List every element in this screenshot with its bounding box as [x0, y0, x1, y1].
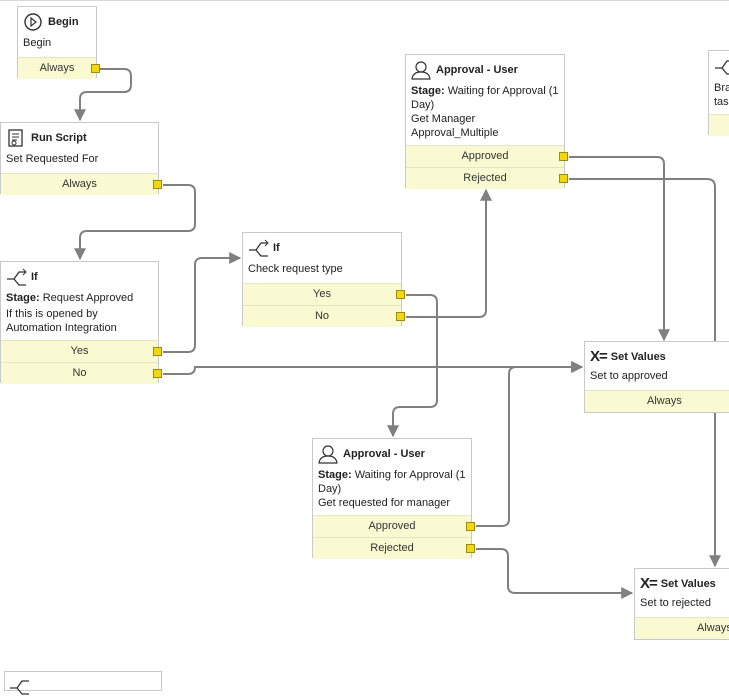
activity-title: Approval - User	[436, 64, 518, 76]
activity-description: If this is opened by Automation Integrat…	[6, 308, 117, 334]
condition-label: Approved	[368, 520, 416, 532]
condition-no: No	[1, 362, 162, 384]
activity-stage: Stage: Request Approved	[6, 292, 134, 304]
activity-if-check-type[interactable]: If Check request type Yes No	[242, 232, 405, 327]
activity-run-script[interactable]: Run Script Set Requested For Always	[0, 122, 162, 195]
set-values-icon: X=	[590, 348, 608, 365]
connection-port[interactable]	[559, 152, 568, 161]
connector-runscript-to-if	[74, 184, 196, 261]
branch-icon	[714, 56, 729, 76]
activity-description: Set to approved	[590, 370, 668, 382]
connection-port[interactable]	[153, 347, 162, 356]
activity-title: Approval - User	[343, 448, 425, 460]
activity-title: Run Script	[31, 132, 87, 144]
activity-title: Set Values	[610, 350, 666, 363]
activity-partial-right[interactable]: Bra tas	[708, 50, 729, 136]
connector-bottom-approved-to-setapproved	[476, 361, 584, 527]
condition-always: Always	[635, 617, 729, 639]
condition-label: Always	[647, 395, 682, 407]
condition-yes: Yes	[1, 340, 162, 362]
activity-title: Set Values	[660, 577, 716, 590]
condition-approved: Approved	[406, 145, 568, 167]
activity-stage: Stage: Waiting for Approval (1 Day)	[411, 85, 559, 111]
activity-description: Set Requested For	[6, 153, 99, 165]
condition-label: No	[72, 367, 87, 379]
connector-if-yes-to-check	[163, 252, 242, 353]
condition-always: Always	[1, 173, 162, 195]
activity-set-values-rejected[interactable]: X= Set Values Set to rejected Always	[634, 568, 729, 640]
branch-icon	[6, 267, 28, 287]
activity-description: Set to rejected	[640, 597, 711, 609]
connector-check-yes-to-approval	[387, 294, 438, 438]
activity-set-values-approved[interactable]: X= Set Values Set to approved Always	[584, 341, 729, 413]
activity-approval-user-top[interactable]: Approval - User Stage: Waiting for Appro…	[405, 54, 568, 189]
set-values-icon: X=	[640, 575, 658, 592]
activity-stage: Stage: Waiting for Approval (1 Day)	[318, 469, 466, 495]
condition-label: Rejected	[463, 172, 507, 184]
user-icon	[411, 60, 433, 80]
activity-description: Check request type	[248, 263, 343, 275]
condition-always: Always	[585, 390, 729, 412]
condition-label: Rejected	[370, 542, 414, 554]
condition-row	[709, 114, 729, 136]
connection-port[interactable]	[466, 522, 475, 531]
connector-rejected-to-setrejected	[569, 178, 721, 568]
connector-if-no-to-setapproved	[163, 361, 584, 375]
condition-rejected: Rejected	[313, 537, 475, 559]
condition-label: Always	[62, 178, 97, 190]
connection-port[interactable]	[153, 369, 162, 378]
connector-bottom-rejected-to-setrejected	[476, 548, 634, 599]
activity-if-automation[interactable]: If Stage: Request Approved If this is op…	[0, 261, 162, 384]
activity-description-2: Approval_Multiple	[411, 127, 499, 139]
condition-yes: Yes	[243, 283, 405, 305]
activity-title: If	[273, 242, 280, 254]
condition-approved: Approved	[313, 515, 475, 537]
connector-approved-to-setapproved	[569, 156, 670, 342]
connector-begin-to-runscript	[74, 68, 132, 122]
condition-label: No	[314, 310, 330, 322]
condition-rejected: Rejected	[406, 167, 568, 189]
condition-label: Always	[39, 62, 75, 74]
play-icon	[23, 12, 45, 32]
condition-label: Always	[697, 622, 729, 634]
connector-check-no-to-approval-top	[406, 188, 492, 318]
canvas-top-border	[0, 0, 729, 1]
script-icon	[6, 128, 28, 148]
condition-label: Yes	[70, 345, 89, 357]
activity-title: Begin	[48, 16, 79, 28]
activity-description: Get requested for manager	[318, 497, 451, 509]
connection-port[interactable]	[396, 290, 405, 299]
activity-begin[interactable]: Begin Begin Always	[17, 6, 100, 79]
branch-icon	[9, 676, 31, 696]
condition-label: Yes	[313, 288, 331, 300]
condition-no: No	[243, 305, 405, 327]
activity-approval-user-bottom[interactable]: Approval - User Stage: Waiting for Appro…	[312, 438, 475, 559]
activity-description: Bra	[714, 82, 729, 94]
connection-port[interactable]	[91, 64, 100, 73]
activity-description: Get Manager	[411, 113, 476, 125]
activity-description-2: tas	[714, 96, 729, 108]
user-icon	[318, 444, 340, 464]
branch-icon	[248, 238, 270, 258]
activity-description: Begin	[23, 37, 52, 49]
condition-label: Approved	[461, 150, 509, 162]
condition-always: Always	[18, 57, 100, 79]
connection-port[interactable]	[153, 180, 162, 189]
connection-port[interactable]	[559, 174, 568, 183]
connection-port[interactable]	[466, 544, 475, 553]
connector-layer	[74, 68, 721, 599]
activity-title: If	[31, 271, 38, 283]
connection-port[interactable]	[396, 312, 405, 321]
activity-partial-bottom[interactable]	[4, 671, 162, 695]
